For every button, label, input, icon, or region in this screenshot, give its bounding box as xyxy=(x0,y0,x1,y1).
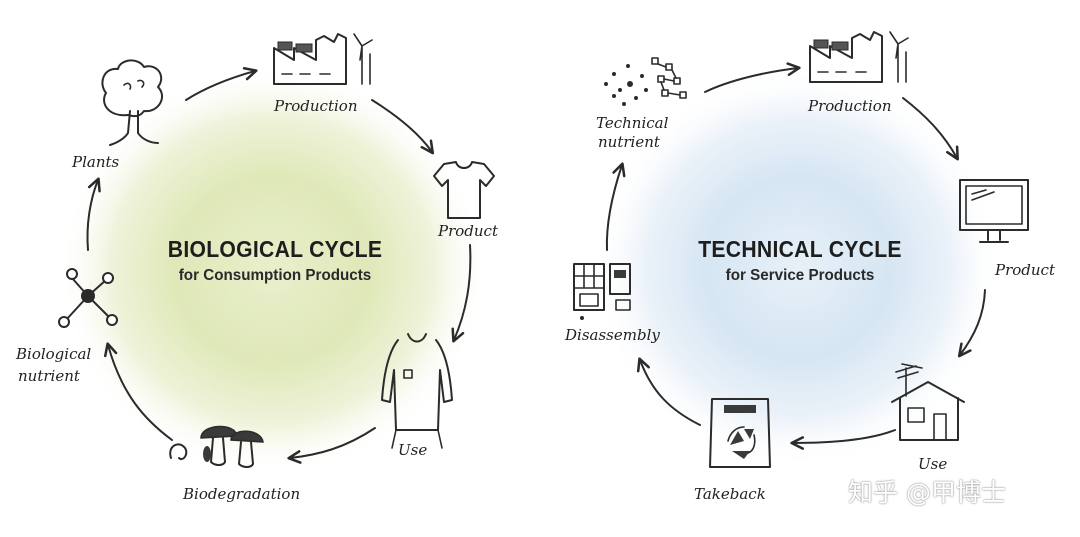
technical-cycle-subtitle: for Service Products xyxy=(725,267,875,284)
bio-nutrient-label-1: Biological xyxy=(16,345,92,363)
tshirt-icon xyxy=(433,161,495,219)
molecule-icon xyxy=(58,268,118,328)
arrow-disassembly-to-nutrient xyxy=(605,162,626,251)
tree-icon xyxy=(101,59,163,146)
arrow-plants-to-production xyxy=(185,66,258,101)
arrow-product-to-use xyxy=(451,244,472,343)
bio-nutrient-label-2: nutrient xyxy=(18,367,80,385)
arrow-use-to-biodegradation xyxy=(287,427,376,464)
tech-nutrient-label-2: nutrient xyxy=(598,133,660,151)
bio-plants-label: Plants xyxy=(72,153,120,171)
factory-icon xyxy=(273,33,373,85)
monitor-icon xyxy=(959,179,1029,243)
arrow-production-to-product xyxy=(371,99,435,155)
tech-product-label: Product xyxy=(995,261,1055,279)
disassembly-icon xyxy=(573,263,631,320)
technical-glow xyxy=(593,68,1003,468)
technical-cycle-title: TECHNICAL CYCLE for Service Products xyxy=(675,236,925,285)
house-icon xyxy=(891,363,965,441)
biological-glow xyxy=(57,65,487,475)
biological-cycle-subtitle: for Consumption Products xyxy=(178,267,372,284)
arrow-takeback-to-disassembly xyxy=(636,357,701,426)
tech-nutrient-label-1: Technical xyxy=(596,114,669,132)
particles-icon xyxy=(604,57,687,106)
biological-cycle-title: BIOLOGICAL CYCLE for Consumption Product… xyxy=(150,236,400,285)
arrow-nutrient-to-plants xyxy=(86,177,101,251)
recycle-bin-icon xyxy=(709,398,771,468)
tech-disassembly-label: Disassembly xyxy=(565,326,660,344)
tech-takeback-label: Takeback xyxy=(694,485,766,503)
bio-use-label: Use xyxy=(398,441,428,459)
bio-product-label: Product xyxy=(438,222,498,240)
biological-cycle-heading: BIOLOGICAL CYCLE xyxy=(167,236,383,262)
watermark: 知乎 @甲博士 xyxy=(848,478,1006,507)
mushrooms-icon xyxy=(169,425,264,468)
bio-biodegradation-label: Biodegradation xyxy=(183,485,301,503)
technical-cycle-heading: TECHNICAL CYCLE xyxy=(698,236,902,262)
tech-use-label: Use xyxy=(918,455,948,473)
arrow-biodegradation-to-nutrient xyxy=(103,342,173,441)
arrow-production-to-product-tech xyxy=(902,97,959,161)
arrow-product-to-use-tech xyxy=(957,289,986,358)
bio-production-label: Production xyxy=(274,97,358,115)
factory-icon-tech xyxy=(809,31,909,83)
arrow-nutrient-to-production xyxy=(704,62,801,93)
arrow-use-to-takeback xyxy=(790,429,896,450)
tech-production-label: Production xyxy=(808,97,892,115)
person-tshirt-icon xyxy=(381,333,453,449)
